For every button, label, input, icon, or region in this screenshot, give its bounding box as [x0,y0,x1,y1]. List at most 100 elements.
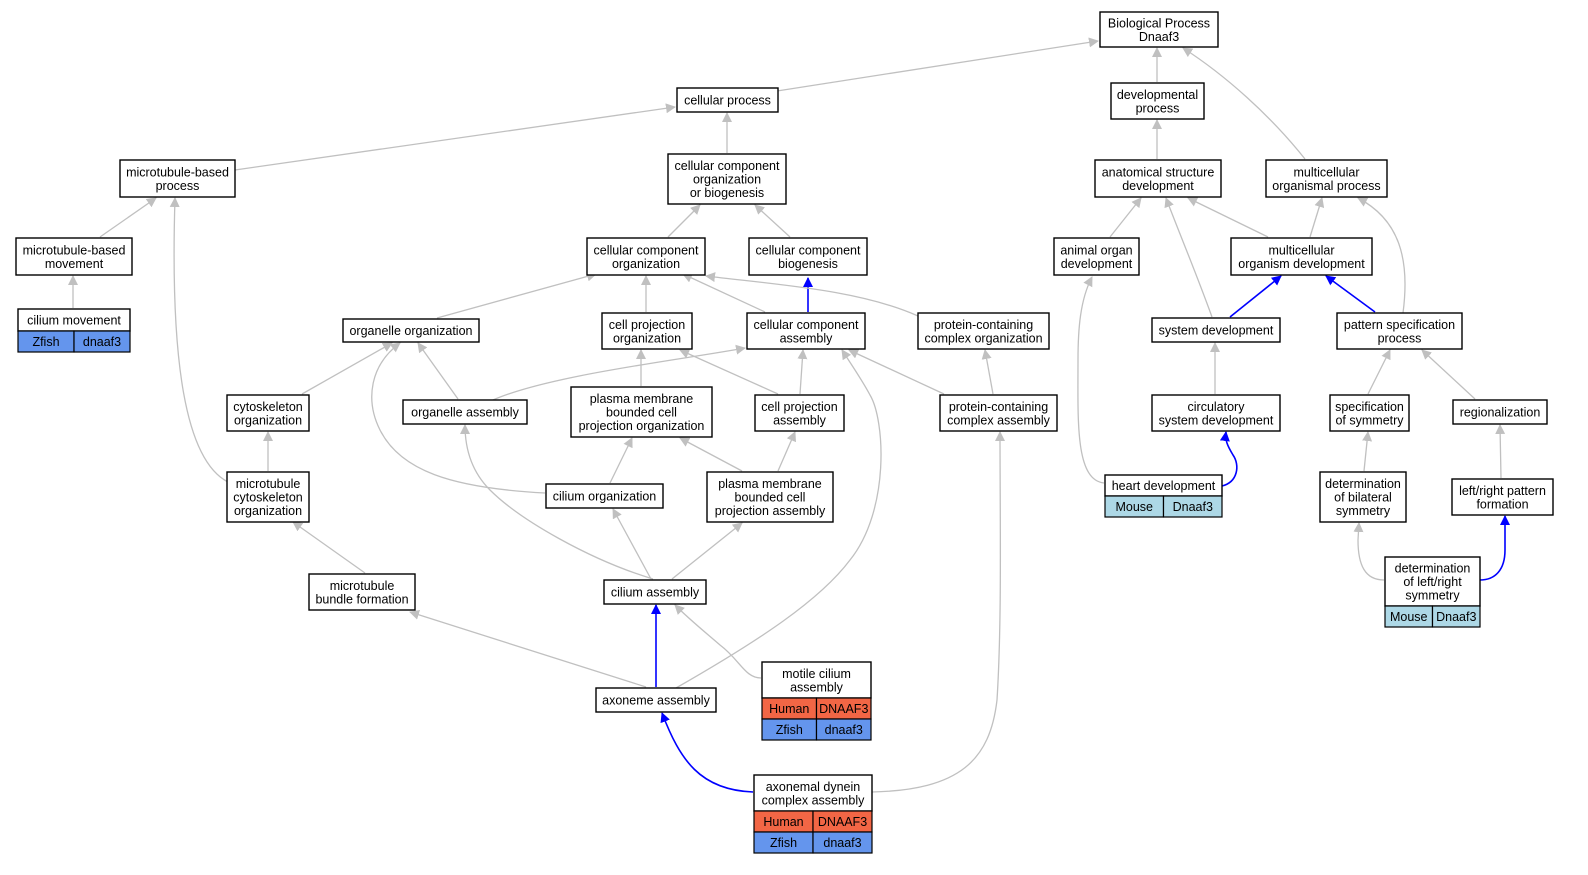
node-label-line: determination [1325,477,1401,491]
node-box [706,471,834,523]
edge-9 [754,204,791,238]
edge-8 [667,204,701,238]
node-regionalization[interactable]: regionalization [1452,399,1548,425]
node-label-line: organization [612,257,680,271]
node-label-line: Dnaaf3 [1139,30,1179,44]
edge-54 [1479,515,1510,581]
node-label-line: axoneme assembly [602,694,710,708]
node-label-line: multicellular [1294,165,1360,179]
node-box [1099,11,1219,48]
node-label-line: organization [693,173,761,187]
edge-16 [682,273,766,313]
node-system-development[interactable]: system development [1151,317,1281,343]
node-label-line: development [1061,257,1133,271]
node-cilium-assembly[interactable]: cilium assembly [603,579,707,605]
gene-cell [812,831,873,854]
gene-cell [73,330,131,353]
edge-19 [1164,197,1213,318]
node-box [1329,394,1410,432]
node-label-line: Biological Process [1108,16,1210,30]
node-box [761,661,872,699]
edge-12 [1309,197,1325,238]
node-label-line: regionalization [1460,406,1541,420]
node-label-line: cell projection [609,318,685,332]
edge-20 [1229,275,1282,318]
node-label-line: plasma membrane [718,477,822,491]
node-label-line: cellular component [756,243,861,257]
edge-27 [797,349,808,395]
edge-22 [301,342,393,395]
gene-cell [1431,605,1481,628]
edge-48 [674,604,762,679]
node-box [748,237,868,276]
gene-symbol: Dnaaf3 [1436,610,1476,624]
species-label: Zfish [770,836,797,850]
species-label: Human [769,702,809,716]
edge-52 [871,431,1006,793]
edge-43 [292,521,366,574]
node-cilium-organization[interactable]: cilium organization [545,483,664,509]
node-box [754,394,845,432]
node-organelle-organization[interactable]: organelle organization [342,318,480,343]
node-axoneme-assembly[interactable]: axoneme assembly [595,687,717,713]
gene-cell [815,718,872,741]
gene-symbol: DNAAF3 [819,702,868,716]
edge-44 [612,508,652,580]
node-label-line: complex assembly [762,793,866,807]
edge-45 [671,522,743,580]
node-label-line: microtubule-based [23,243,126,257]
node-label-line: microtubule-based [126,165,229,179]
node-cellular-process[interactable]: cellular process [676,87,779,113]
node-label-line: cytoskeleton [233,400,303,414]
node-label-line: anatomical structure [1102,165,1215,179]
node-label-line: organization [613,331,681,345]
node-box [601,312,693,350]
node-box [1053,237,1140,276]
edge-10 [1109,197,1142,238]
node-label-line: organelle organization [349,324,472,338]
edge-14 [436,271,597,319]
edge-40 [1219,431,1238,487]
species-label: Zfish [32,335,59,349]
node-label-line: process [1378,331,1422,345]
node-box [1265,159,1388,198]
node-label-line: complex assembly [947,413,1051,427]
node-label-line: heart development [1112,479,1216,493]
node-box [570,386,713,438]
edge-42 [1495,424,1506,479]
node-label-line: cellular process [684,94,771,108]
node-organelle-assembly[interactable]: organelle assembly [402,399,528,425]
edge-37 [679,437,743,472]
